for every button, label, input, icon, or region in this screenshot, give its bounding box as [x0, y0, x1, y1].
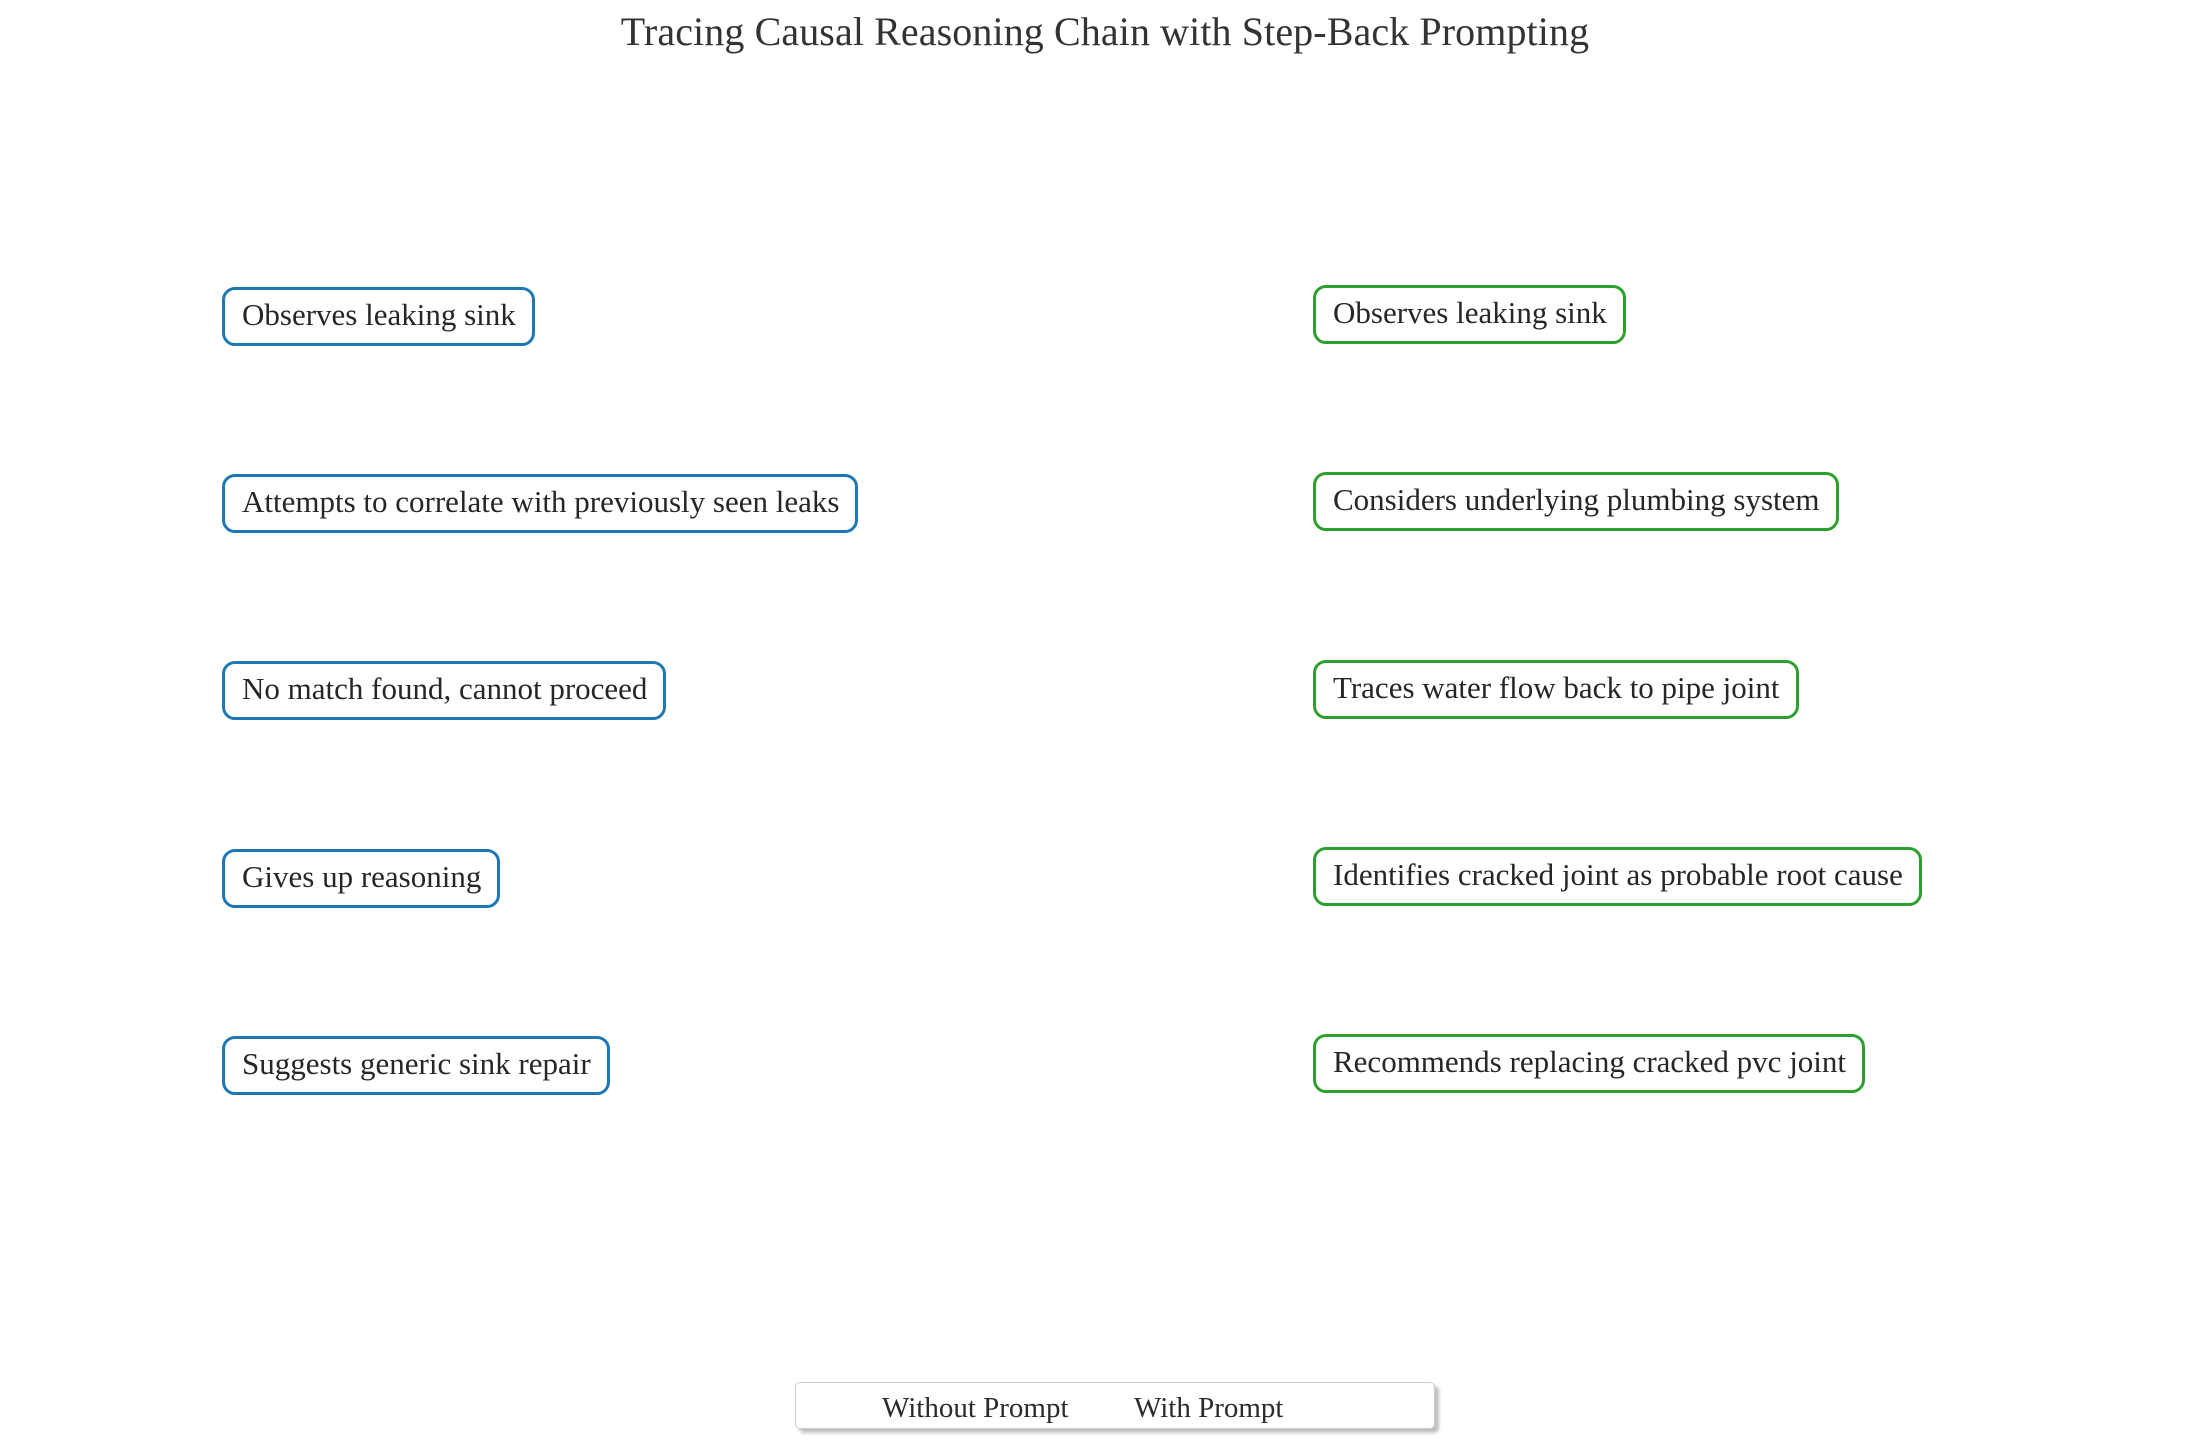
flow-node-with-2[interactable]: Traces water flow back to pipe joint	[1313, 660, 1799, 719]
legend-item-with-prompt[interactable]: With Prompt	[1134, 1392, 1284, 1424]
legend-item-without-prompt[interactable]: Without Prompt	[882, 1392, 1069, 1424]
flow-node-label: Gives up reasoning	[242, 859, 482, 894]
flow-node-without-2[interactable]: No match found, cannot proceed	[222, 661, 667, 720]
flow-node-with-3[interactable]: Identifies cracked joint as probable roo…	[1313, 847, 1922, 906]
flow-node-without-4[interactable]: Suggests generic sink repair	[222, 1036, 610, 1095]
with-prompt-column: Observes leaking sink Considers underlyi…	[1313, 285, 1922, 1093]
flow-node-label: Attempts to correlate with previously se…	[242, 484, 840, 519]
without-prompt-column: Observes leaking sink Attempts to correl…	[222, 287, 859, 1095]
flow-node-label: Suggests generic sink repair	[242, 1046, 591, 1081]
flow-node-label: Recommends replacing cracked pvc joint	[1333, 1044, 1847, 1079]
flow-node-with-0[interactable]: Observes leaking sink	[1313, 285, 1626, 344]
flow-node-without-0[interactable]: Observes leaking sink	[222, 287, 535, 346]
page-title: Tracing Causal Reasoning Chain with Step…	[620, 9, 1590, 54]
flow-node-label: No match found, cannot proceed	[242, 671, 648, 706]
flow-node-label: Observes leaking sink	[242, 297, 516, 332]
flow-node-label: Identifies cracked joint as probable roo…	[1333, 857, 1903, 892]
flow-node-label: Traces water flow back to pipe joint	[1333, 670, 1780, 705]
legend[interactable]: Without Prompt With Prompt	[795, 1382, 1435, 1429]
flow-node-without-3[interactable]: Gives up reasoning	[222, 849, 501, 908]
flow-node-with-4[interactable]: Recommends replacing cracked pvc joint	[1313, 1034, 1866, 1093]
flow-node-without-1[interactable]: Attempts to correlate with previously se…	[222, 474, 859, 533]
flow-node-label: Considers underlying plumbing system	[1333, 482, 1820, 517]
flow-node-with-1[interactable]: Considers underlying plumbing system	[1313, 472, 1839, 531]
flow-node-label: Observes leaking sink	[1333, 295, 1607, 330]
